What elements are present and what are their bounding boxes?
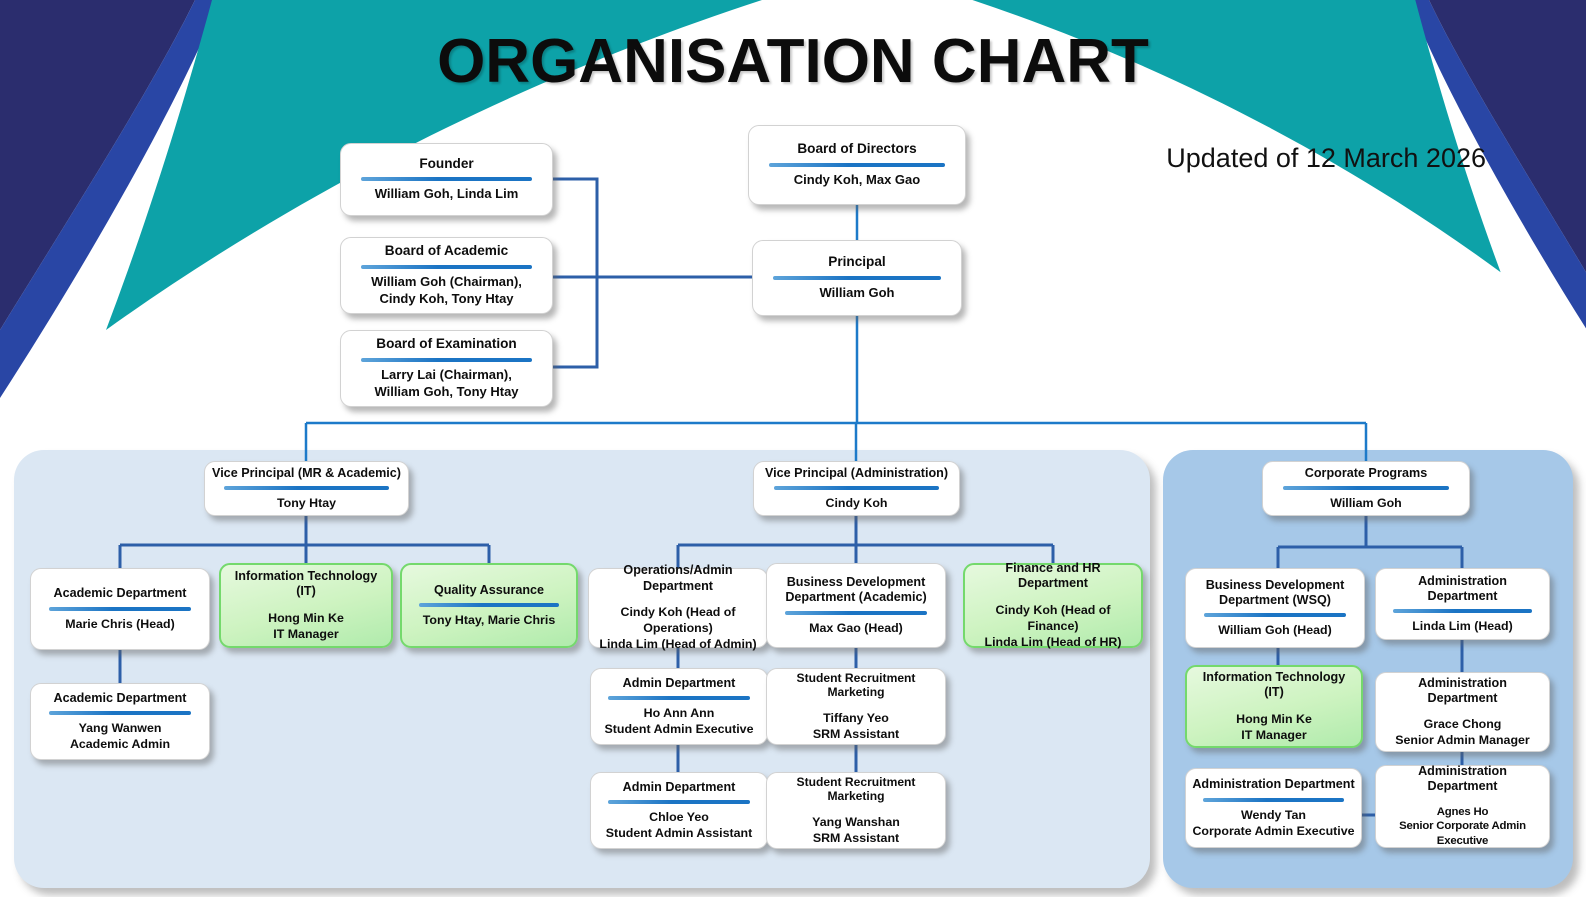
node-title: Quality Assurance — [433, 582, 545, 597]
node-title: Operations/Admin Department — [623, 563, 733, 593]
divider-line — [608, 800, 750, 805]
node-members: Tiffany Yeo SRM Assistant — [812, 711, 900, 742]
node-operations-admin-department: Operations/Admin Department Cindy Koh (H… — [588, 563, 768, 651]
node-title: Information Technology (IT) — [1202, 670, 1346, 700]
node-title: Founder — [419, 155, 474, 171]
node-members: Cindy Koh (Head of Operations) Linda Lim… — [599, 605, 757, 652]
divider-line — [1282, 486, 1450, 490]
node-members: Tony Htay, Marie Chris — [422, 613, 556, 628]
node-members: William Goh — [1330, 495, 1402, 510]
node-title: Vice Principal (Administration) — [764, 466, 949, 480]
divider-line — [419, 603, 559, 608]
node-members: Ho Ann Ann Student Admin Executive — [604, 706, 754, 737]
divider-line — [1203, 613, 1347, 618]
node-members: Marie Chris (Head) — [65, 616, 175, 631]
node-title: Board of Directors — [797, 141, 917, 157]
node-admin-department-ho: Admin Department Ho Ann Ann Student Admi… — [590, 668, 768, 745]
node-title: Academic Department — [53, 690, 187, 705]
node-admin-department-chloe: Admin Department Chloe Yeo Student Admin… — [590, 772, 768, 849]
node-title: Administration Department — [1418, 573, 1507, 603]
node-administration-department-wendy: Administration Department Wendy Tan Corp… — [1185, 768, 1362, 848]
divider-line — [360, 357, 533, 362]
node-title: Board of Academic — [384, 243, 509, 259]
divider-line — [48, 606, 192, 611]
node-title: Administration Department — [1418, 763, 1507, 794]
node-members: Agnes Ho Senior Corporate Admin Executiv… — [1399, 805, 1526, 848]
node-members: Hong Min Ke IT Manager — [268, 610, 344, 641]
divider-line — [48, 711, 192, 716]
node-title: Principal — [828, 254, 886, 270]
divider-line — [784, 610, 928, 615]
divider-line — [224, 486, 389, 490]
node-academic-department-admin: Academic Department Yang Wanwen Academic… — [30, 683, 210, 760]
node-title: Board of Examination — [376, 336, 517, 352]
node-founder: Founder William Goh, Linda Lim — [340, 143, 553, 216]
node-administration-department-grace: Administration Department Grace Chong Se… — [1375, 672, 1550, 752]
node-title: Administration Department — [1192, 777, 1355, 792]
node-title: Student Recruitment Marketing — [796, 774, 916, 804]
node-title: Information Technology (IT) — [234, 569, 378, 599]
node-members: Max Gao (Head) — [809, 620, 903, 635]
node-board-of-directors: Board of Directors Cindy Koh, Max Gao — [748, 125, 966, 205]
node-title: Corporate Programs — [1304, 466, 1428, 480]
node-members: Cindy Koh, Max Gao — [793, 171, 921, 187]
node-quality-assurance: Quality Assurance Tony Htay, Marie Chris — [400, 563, 578, 648]
node-principal: Principal William Goh — [752, 240, 962, 316]
node-title: Academic Department — [53, 586, 187, 601]
node-administration-department-linda: Administration Department Linda Lim (Hea… — [1375, 568, 1550, 640]
divider-line — [773, 486, 940, 490]
node-members: Wendy Tan Corporate Admin Executive — [1192, 807, 1355, 838]
divider-line — [1393, 609, 1532, 614]
node-title: Business Development Department (Academi… — [785, 575, 927, 605]
node-members: William Goh (Chairman), Cindy Koh, Tony … — [371, 273, 522, 306]
node-title: Administration Department — [1418, 675, 1507, 705]
node-title: Business Development Department (WSQ) — [1205, 577, 1345, 607]
node-members: Larry Lai (Chairman), William Goh, Tony … — [374, 366, 519, 399]
divider-line — [360, 264, 533, 269]
node-members: Chloe Yeo Student Admin Assistant — [605, 810, 753, 841]
node-members: William Goh (Head) — [1218, 623, 1332, 638]
node-members: Tony Htay — [277, 495, 336, 510]
academic-admin-group-panel — [14, 450, 1150, 888]
node-vice-principal-administration: Vice Principal (Administration) Cindy Ko… — [753, 461, 960, 516]
node-members: Hong Min Ke IT Manager — [1236, 711, 1312, 742]
node-title: Student Recruitment Marketing — [796, 670, 916, 700]
node-information-technology-academic: Information Technology (IT) Hong Min Ke … — [219, 563, 393, 648]
node-board-of-academic: Board of Academic William Goh (Chairman)… — [340, 237, 553, 314]
node-title: Admin Department — [622, 675, 736, 690]
node-members: Cindy Koh (Head of Finance) Linda Lim (H… — [984, 602, 1122, 649]
divider-line — [769, 162, 945, 167]
node-title: Vice Principal (MR & Academic) — [212, 466, 401, 480]
node-members: William Goh — [819, 284, 895, 300]
node-business-development-academic: Business Development Department (Academi… — [766, 563, 946, 648]
node-members: Cindy Koh — [825, 495, 888, 510]
divider-line — [608, 696, 750, 701]
divider-line — [360, 177, 533, 182]
node-members: Yang Wanshan SRM Assistant — [812, 815, 900, 846]
node-vice-principal-mr-academic: Vice Principal (MR & Academic) Tony Htay — [204, 461, 409, 516]
node-members: William Goh, Linda Lim — [374, 186, 519, 202]
node-members: Yang Wanwen Academic Admin — [69, 721, 171, 752]
node-finance-and-hr-department: Finance and HR Department Cindy Koh (Hea… — [963, 560, 1143, 649]
node-members: Linda Lim (Head) — [1412, 619, 1513, 634]
node-business-development-wsq: Business Development Department (WSQ) Wi… — [1185, 568, 1365, 648]
node-academic-department-head: Academic Department Marie Chris (Head) — [30, 568, 210, 650]
node-srm-tiffany: Student Recruitment Marketing Tiffany Ye… — [766, 668, 946, 745]
node-information-technology-corporate: Information Technology (IT) Hong Min Ke … — [1185, 665, 1363, 748]
divider-line — [1203, 797, 1344, 802]
node-administration-department-agnes: Administration Department Agnes Ho Senio… — [1375, 763, 1550, 848]
node-title: Finance and HR Department — [1005, 560, 1101, 591]
node-members: Grace Chong Senior Admin Manager — [1395, 717, 1530, 748]
node-corporate-programs: Corporate Programs William Goh — [1262, 461, 1470, 516]
node-title: Admin Department — [622, 779, 736, 794]
node-srm-wanshan: Student Recruitment Marketing Yang Wansh… — [766, 772, 946, 849]
divider-line — [772, 275, 942, 280]
node-board-of-examination: Board of Examination Larry Lai (Chairman… — [340, 330, 553, 407]
